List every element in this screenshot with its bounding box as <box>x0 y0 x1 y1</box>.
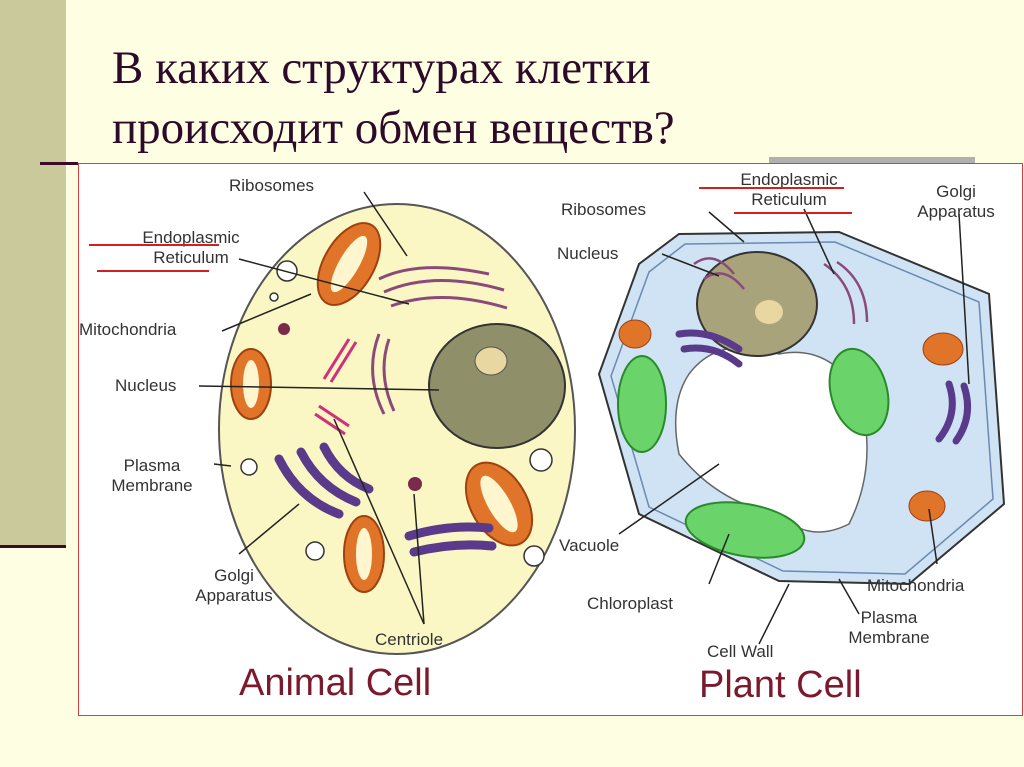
slide-title: В каких структурах клетки происходит обм… <box>112 38 972 158</box>
animal-label-golgi-line1: Golgi <box>214 566 254 585</box>
plant-label-golgi-line2: Apparatus <box>917 202 995 221</box>
animal-label-er: Endoplasmic Reticulum <box>101 228 281 268</box>
animal-label-plasma-line2: Membrane <box>111 476 193 495</box>
animal-label-golgi-line2: Apparatus <box>195 586 273 605</box>
plant-label-er-line2: Reticulum <box>751 190 827 209</box>
animal-label-mitochondria: Mitochondria <box>79 320 177 339</box>
title-line-1: В каких структурах клетки <box>112 42 651 94</box>
plant-label-plasma-line2: Membrane <box>848 628 930 647</box>
title-rule <box>40 162 78 165</box>
plant-label-golgi: Golgi Apparatus <box>901 182 1011 222</box>
plant-label-ribosomes: Ribosomes <box>561 200 647 219</box>
sidebar-accent <box>0 0 66 548</box>
plant-er-underline-2 <box>734 212 852 214</box>
plant-cell-title: Plant Cell <box>699 664 862 706</box>
plant-label-nucleus: Nucleus <box>557 244 619 263</box>
plant-label-mitochondria: Mitochondria <box>867 576 965 595</box>
plant-label-chloroplast: Chloroplast <box>587 594 673 613</box>
animal-er-underline-1 <box>89 244 219 246</box>
plant-label-er-line1: Endoplasmic <box>740 170 838 189</box>
animal-label-golgi: Golgi Apparatus <box>169 566 299 606</box>
plant-label-vacuole: Vacuole <box>559 536 620 555</box>
animal-cell-title: Animal Cell <box>239 662 432 704</box>
plant-er-underline-1 <box>699 187 844 189</box>
animal-label-ribosomes: Ribosomes <box>229 176 315 195</box>
plant-label-cell-wall: Cell Wall <box>707 642 774 661</box>
sidebar-rule <box>0 545 66 548</box>
cell-diagram-drawing <box>198 191 1006 655</box>
plant-label-plasma-membrane: Plasma Membrane <box>819 608 959 648</box>
plant-cell-drawing <box>597 208 1006 645</box>
animal-label-centriole: Centriole <box>375 630 444 649</box>
cell-diagram-frame: Ribosomes Endoplasmic Reticulum Mitochon… <box>78 163 1023 716</box>
animal-label-plasma-line1: Plasma <box>123 456 181 475</box>
decorative-bar <box>769 157 975 164</box>
animal-label-nucleus: Nucleus <box>115 376 177 395</box>
animal-label-plasma-membrane: Plasma Membrane <box>87 456 217 496</box>
plant-label-golgi-line1: Golgi <box>936 182 976 201</box>
animal-label-er-line2: Reticulum <box>153 248 229 267</box>
title-line-2: происходит обмен веществ? <box>112 102 675 154</box>
plant-label-er: Endoplasmic Reticulum <box>709 170 869 210</box>
plant-label-plasma-line1: Plasma <box>860 608 918 627</box>
animal-label-er-line1: Endoplasmic <box>142 228 240 247</box>
animal-er-underline-2 <box>97 270 209 272</box>
animal-cell-drawing <box>198 191 576 655</box>
